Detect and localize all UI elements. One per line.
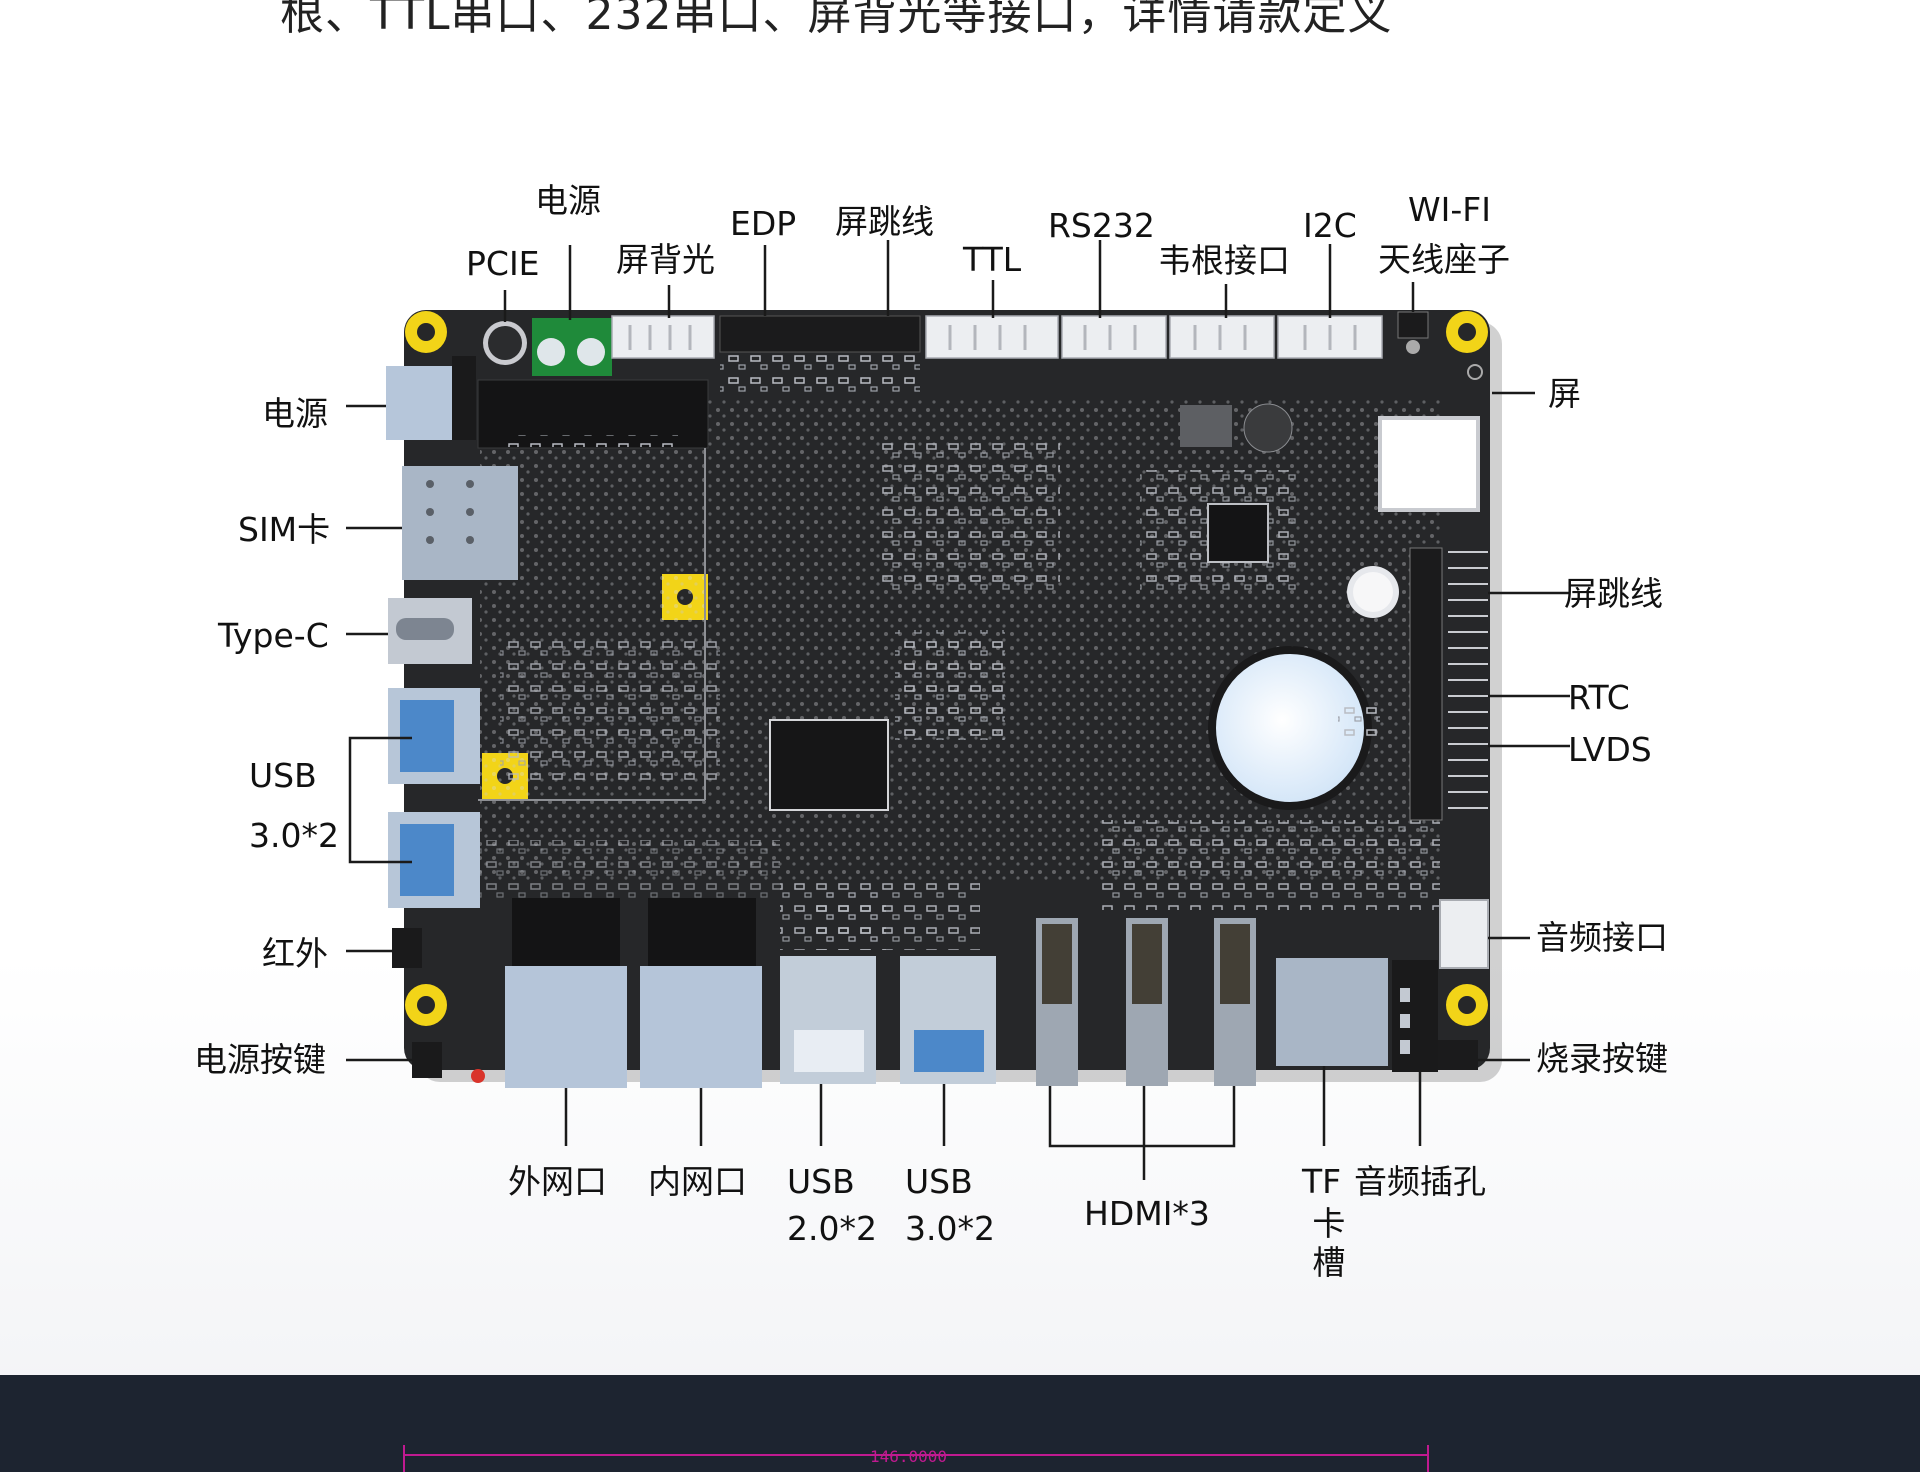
label-bottom-tf-b: 卡槽 bbox=[1306, 1206, 1346, 1284]
label-bottom-audio-jack: 音频插孔 bbox=[1354, 1162, 1486, 1201]
dimension-band bbox=[0, 1375, 1920, 1472]
dimension-value: 146.0000 bbox=[870, 1447, 948, 1466]
label-bottom-usb2-b: 2.0*2 bbox=[787, 1209, 877, 1248]
label-right-screen: 屏 bbox=[1548, 374, 1581, 413]
label-top-jumper: 屏跳线 bbox=[835, 202, 934, 241]
label-top-backlight: 屏背光 bbox=[616, 240, 715, 279]
leader-lines bbox=[346, 240, 1570, 1180]
wan-port bbox=[505, 966, 627, 1088]
label-bottom-tf-a: TF bbox=[1302, 1162, 1342, 1201]
label-right-rtc: RTC bbox=[1568, 678, 1630, 717]
lan-port bbox=[640, 966, 762, 1088]
label-bottom-lan: 内网口 bbox=[648, 1162, 747, 1201]
label-top-antenna: 天线座子 bbox=[1378, 240, 1510, 279]
label-top-ttl: TTL bbox=[963, 240, 1022, 279]
label-bottom-hdmi: HDMI*3 bbox=[1084, 1194, 1210, 1233]
label-left-typec: Type-C bbox=[218, 616, 329, 655]
hdmi-ports bbox=[1036, 918, 1256, 1086]
label-top-power: 电源 bbox=[535, 181, 601, 220]
label-top-rs232: RS232 bbox=[1048, 206, 1155, 245]
label-left-power-key: 电源按键 bbox=[194, 1040, 326, 1079]
label-right-lvds: LVDS bbox=[1568, 730, 1652, 769]
label-bottom-usb2-a: USB bbox=[787, 1162, 855, 1201]
label-right-audio-if: 音频接口 bbox=[1536, 918, 1668, 957]
label-bottom-usb3-a: USB bbox=[905, 1162, 973, 1201]
label-right-burn-key: 烧录按键 bbox=[1536, 1039, 1668, 1078]
label-top-wiegand: 韦根接口 bbox=[1158, 241, 1290, 280]
tf-slot bbox=[1276, 958, 1388, 1066]
label-top-i2c: I2C bbox=[1303, 206, 1357, 245]
label-bottom-wan: 外网口 bbox=[508, 1162, 607, 1201]
dc-jack bbox=[386, 366, 452, 440]
label-left-sim: SIM卡 bbox=[238, 510, 331, 549]
label-left-power: 电源 bbox=[262, 394, 328, 433]
label-top-edp: EDP bbox=[730, 204, 797, 243]
label-top-wifi: WI-FI bbox=[1408, 190, 1491, 229]
page-heading: 根、TTL串口、232串口、屏背光等接口，详情请款定义 bbox=[280, 0, 1393, 40]
label-bottom-usb3-b: 3.0*2 bbox=[905, 1209, 995, 1248]
sim-slot bbox=[402, 466, 518, 580]
label-left-usb3-a: USB bbox=[249, 756, 317, 795]
label-left-usb3-b: 3.0*2 bbox=[249, 816, 339, 855]
label-right-jumper: 屏跳线 bbox=[1564, 574, 1663, 613]
dimension-line bbox=[403, 1445, 1429, 1472]
label-left-ir: 红外 bbox=[262, 934, 328, 973]
label-top-pcie: PCIE bbox=[466, 244, 540, 283]
